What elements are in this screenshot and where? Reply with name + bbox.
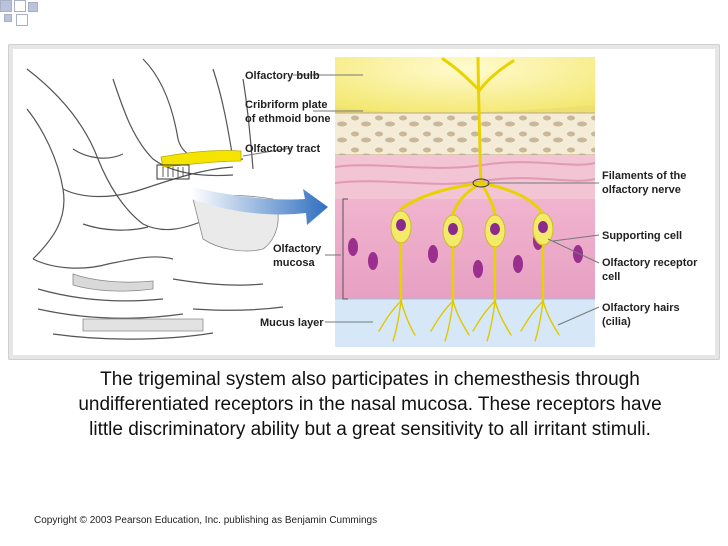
label-filaments-1: Filaments of the (602, 170, 686, 182)
label-olfactory-tract: Olfactory tract (245, 143, 321, 155)
label-olfactory-mucosa-2: mucosa (273, 257, 315, 269)
label-olfactory-mucosa-1: Olfactory (273, 243, 322, 255)
label-cribriform-plate-1: Cribriform plate (245, 99, 328, 111)
copyright-notice: Copyright © 2003 Pearson Education, Inc.… (34, 515, 378, 526)
zoom-box (156, 164, 190, 180)
decorative-squares (0, 0, 728, 26)
label-olfactory-hairs-1: Olfactory hairs (602, 302, 680, 314)
caption-line-2: undifferentiated receptors in the nasal … (78, 394, 662, 415)
label-mucus-layer: Mucus layer (260, 317, 324, 329)
label-filaments-2: olfactory nerve (602, 184, 681, 196)
head-shading (72, 194, 279, 332)
label-cribriform-plate-2: of ethmoid bone (245, 113, 331, 125)
label-receptor-cell-1: Olfactory receptor (602, 257, 698, 269)
head-section (26, 58, 284, 340)
label-supporting-cell: Supporting cell (602, 230, 682, 242)
air-flow-arrow (191, 187, 328, 225)
caption-line-1: The trigeminal system also participates … (100, 369, 640, 390)
caption-line-3: little discriminatory ability but a grea… (89, 419, 651, 440)
label-olfactory-bulb: Olfactory bulb (245, 70, 320, 82)
label-receptor-cell-2: cell (602, 271, 620, 283)
label-olfactory-hairs-2: (cilia) (602, 316, 631, 328)
olfactory-diagram: Olfactory bulb Cribriform plate of ethmo… (13, 49, 715, 355)
zoomed-epithelium (335, 57, 595, 347)
caption: The trigeminal system also participates … (40, 367, 700, 442)
